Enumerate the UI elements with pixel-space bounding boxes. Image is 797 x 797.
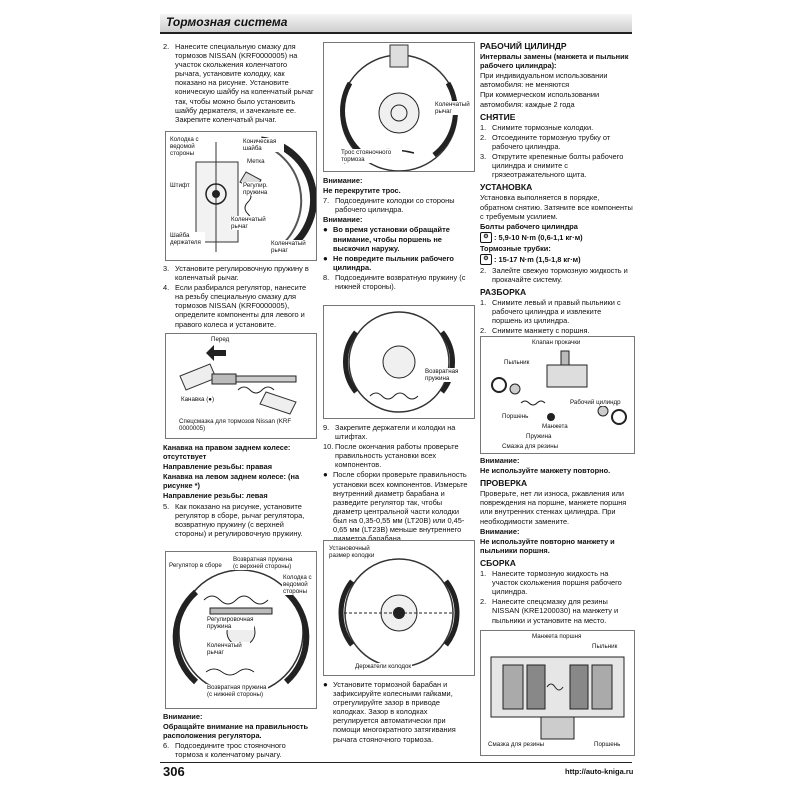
page-number: 306 <box>163 764 185 779</box>
torque-wrench-icon: ⚙ <box>480 253 492 265</box>
column-1-b: 3.Установите регулировочную пружину в ко… <box>163 264 309 329</box>
column-1-d: Внимание: Обращайте внимание на правильн… <box>163 712 309 760</box>
figure-adjuster: Перед Канавка (●) Спецсмазка для тормозо… <box>165 333 317 439</box>
figure-wheel-cylinder-exploded: Клапан прокачки Пыльник Рабочий цилиндр … <box>480 336 635 454</box>
column-3: РАБОЧИЙ ЦИЛИНДР Интервалы замены (манжет… <box>480 41 633 336</box>
footer-url[interactable]: http://auto-kniga.ru <box>565 767 634 776</box>
column-3-b: Внимание: Не используйте манжету повторн… <box>480 456 627 625</box>
column-1-c: Канавка на правом заднем колесе: отсутст… <box>163 443 305 538</box>
figure-shoe-assembly: Колодка с ведомой стороны Коническая шай… <box>165 131 317 261</box>
figure-shoe-diameter: Установочный размер колодки Держатели ко… <box>323 540 475 676</box>
column-2-c: ●Установите тормозной барабан и зафиксир… <box>323 680 456 744</box>
footer-rule <box>160 762 632 763</box>
column-1: 2.Нанесите специальную смазку для тормоз… <box>163 42 314 124</box>
figure-wheel-cylinder-section: Манжета поршня Пыльник Поршень Смазка дл… <box>480 630 635 756</box>
torque-wrench-icon: ⚙ <box>480 231 492 243</box>
figure-brake-shoes: Регулятор в сборе Возвратная пружина (с … <box>165 551 317 709</box>
step-2: Нанесите специальную смазку для тормозов… <box>175 42 314 124</box>
column-2: Внимание: Не перекрутите трос. 7.Подсоед… <box>323 176 466 292</box>
figure-return-spring: Возвратная пружина <box>323 305 475 419</box>
header-title: Тормозная система <box>166 15 288 29</box>
page-header: Тормозная система <box>160 14 632 34</box>
column-2-b: 9.Закрепите держатели и колодки на штифт… <box>323 423 468 544</box>
figure-parking-cable: Коленчатый рычаг Трос стояночного тормоз… <box>323 42 475 172</box>
